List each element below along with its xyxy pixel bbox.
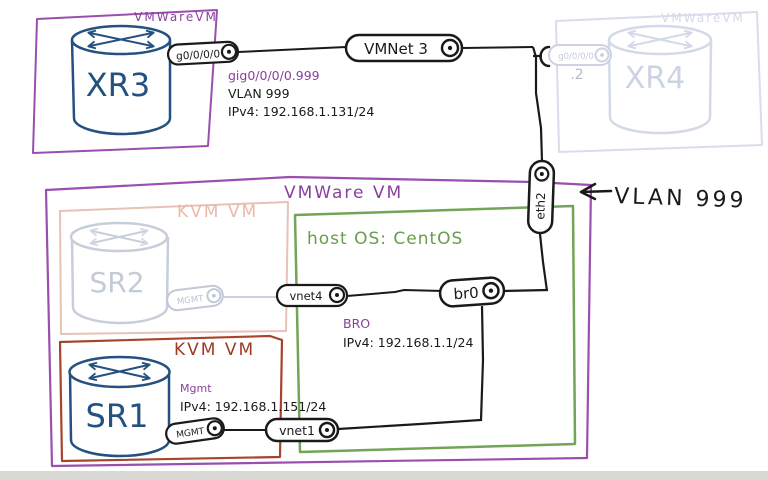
xr4-vm-box bbox=[555, 11, 763, 153]
xr3-vm-label: VMWareVM bbox=[134, 10, 218, 24]
sr2-router-name: SR2 bbox=[89, 266, 144, 299]
link-vnet1-br0 bbox=[337, 305, 485, 431]
sr1-vm-box bbox=[58, 334, 284, 463]
xr3-router-icon bbox=[70, 24, 172, 136]
xr4-addr-label: .2 bbox=[570, 67, 583, 83]
sr1-mgmt-port-label: MGMT bbox=[176, 427, 206, 441]
link-vnet4-br0 bbox=[346, 288, 444, 297]
xr3-router-name: XR3 bbox=[86, 66, 151, 104]
xr3-vlan-label: VLAN 999 bbox=[228, 86, 290, 101]
sr1-router-icon bbox=[68, 355, 171, 458]
sr2-mgmt-pill: MGMT bbox=[166, 284, 224, 312]
br0-pill: br0 bbox=[438, 276, 506, 308]
xr3-vm-box bbox=[32, 9, 218, 154]
sr2-vm-label: KVM VM bbox=[177, 202, 258, 222]
sr1-mgmt-title: Mgmt bbox=[180, 382, 212, 395]
xr4-c-connector bbox=[539, 45, 551, 68]
sr1-router-name: SR1 bbox=[86, 397, 149, 435]
link-xr3-vmnet3 bbox=[237, 46, 347, 53]
photo-table-edge bbox=[0, 471, 768, 480]
link-eth2-down bbox=[538, 233, 549, 292]
sr1-ip-label: IPv4: 192.168.1.151/24 bbox=[180, 399, 326, 414]
xr4-vm-label: VMWareVM bbox=[661, 11, 745, 25]
vlan-callout: VLAN 999 bbox=[579, 182, 747, 214]
xr3-iface-annotations: gig0/0/0/0.999 VLAN 999 IPv4: 192.168.1.… bbox=[228, 68, 374, 119]
xr4-router-name: XR4 bbox=[625, 61, 685, 96]
vmnet3-label: VMNet 3 bbox=[364, 40, 428, 58]
vmware-vm-label: VMWare VM bbox=[284, 183, 403, 203]
bridge-ip-label: IPv4: 192.168.1.1/24 bbox=[343, 335, 473, 350]
vnet4-pill: vnet4 bbox=[275, 283, 349, 308]
sr2-router-icon bbox=[69, 221, 170, 325]
sr1-mgmt-pill: MGMT bbox=[165, 417, 225, 445]
xr3-subif-label: gig0/0/0/0.999 bbox=[228, 68, 320, 83]
eth2-pill: eth2 bbox=[526, 159, 556, 235]
sr2-vm-box bbox=[59, 201, 289, 335]
centos-label: host OS: CentOS bbox=[307, 229, 463, 249]
xr3-ip-label: IPv4: 192.168.1.131/24 bbox=[228, 104, 374, 119]
xr4-port-pill: g0/0/0/0 bbox=[548, 44, 612, 66]
xr4-port-label: g0/0/0/0 bbox=[558, 52, 594, 62]
vnet1-pill: vnet1 bbox=[264, 417, 340, 443]
link-br0-eth2 bbox=[503, 288, 549, 293]
vmnet3-pill: VMNet 3 bbox=[344, 33, 464, 63]
sr1-vm-group: KVM VM SR1 bbox=[58, 334, 284, 463]
xr3-port-pill: g0/0/0/0 bbox=[166, 40, 240, 66]
vnet1-label: vnet1 bbox=[279, 423, 315, 438]
br0-label: br0 bbox=[453, 284, 479, 304]
vlan-callout-label: VLAN 999 bbox=[614, 184, 747, 214]
xr4-router-icon bbox=[607, 24, 713, 135]
link-junction-eth2 bbox=[531, 46, 544, 163]
xr3-port-label: g0/0/0/0 bbox=[176, 48, 221, 62]
sr1-vm-label: KVM VM bbox=[174, 340, 255, 360]
bridge-name-label: BRO bbox=[343, 316, 370, 331]
eth2-label: eth2 bbox=[533, 192, 548, 220]
vlan-callout-arrow bbox=[579, 182, 613, 201]
xr4-vm-group: VMWareVM XR4 g0/0/0/0 .2 bbox=[548, 11, 763, 153]
link-vmnet3-junction bbox=[461, 46, 534, 49]
xr3-vm-group: VMWareVM XR3 bbox=[32, 9, 218, 154]
sr2-mgmt-label: MGMT bbox=[177, 294, 205, 307]
centos-box bbox=[293, 204, 577, 454]
vnet4-label: vnet4 bbox=[290, 289, 323, 303]
sr2-vm-group: KVM VM SR2 MGMT bbox=[59, 201, 289, 335]
